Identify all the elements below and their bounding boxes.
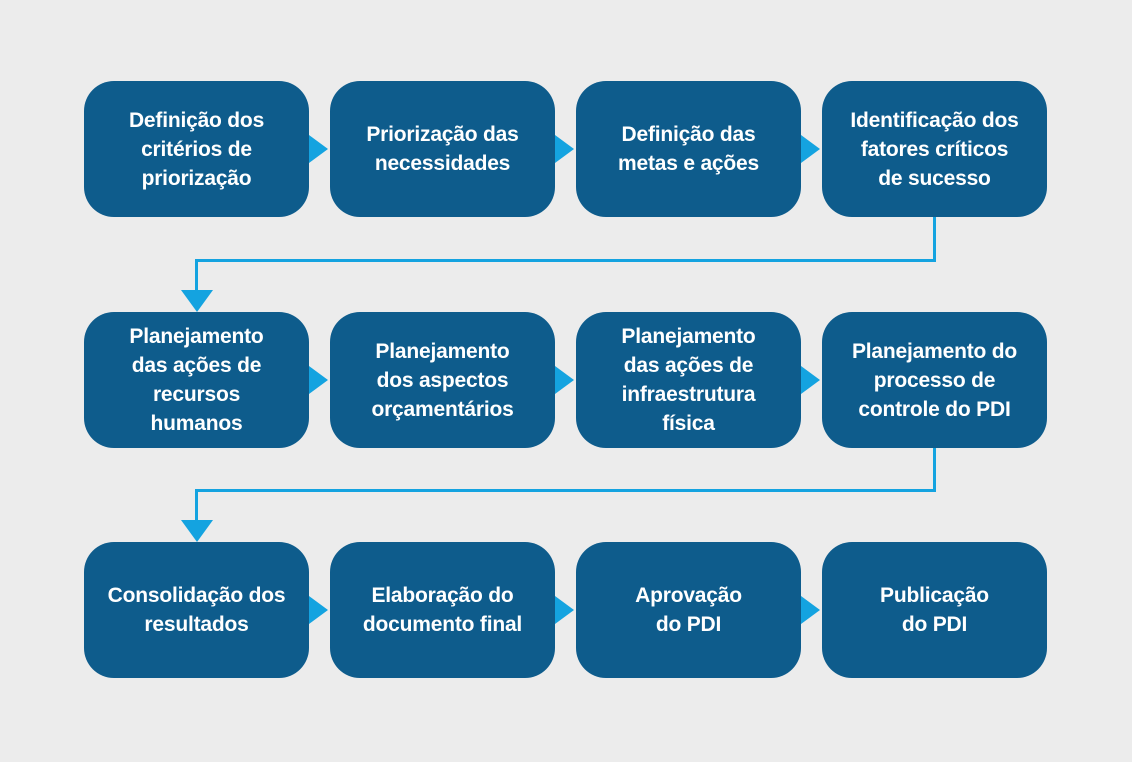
arrow-right-icon [309, 366, 328, 394]
arrow-right-icon [801, 366, 820, 394]
flow-step-consolidacao-resultados: Consolidação dos resultados [84, 542, 309, 678]
arrow-right-icon [309, 135, 328, 163]
connector-line-vertical [195, 489, 198, 522]
flow-step-planejamento-controle: Planejamento do processo de controle do … [822, 312, 1047, 448]
arrow-right-icon [555, 135, 574, 163]
arrow-right-icon [801, 135, 820, 163]
flow-step-elaboracao-documento: Elaboração do documento final [330, 542, 555, 678]
flow-step-definicao-criterios: Definição dos critérios de priorização [84, 81, 309, 217]
arrow-right-icon [309, 596, 328, 624]
arrow-right-icon [555, 596, 574, 624]
arrow-down-icon [181, 290, 213, 312]
flow-step-planejamento-rh: Planejamento das ações de recursos human… [84, 312, 309, 448]
flow-step-definicao-metas: Definição das metas e ações [576, 81, 801, 217]
connector-line-horizontal [195, 259, 936, 262]
connector-line-horizontal [195, 489, 936, 492]
flow-step-identificacao-fatores: Identificação dos fatores críticos de su… [822, 81, 1047, 217]
flow-step-priorizacao-necessidades: Priorização das necessidades [330, 81, 555, 217]
arrow-right-icon [801, 596, 820, 624]
flow-step-aprovacao-pdi: Aprovação do PDI [576, 542, 801, 678]
arrow-down-icon [181, 520, 213, 542]
connector-line-vertical [195, 259, 198, 292]
flow-step-publicacao-pdi: Publicação do PDI [822, 542, 1047, 678]
connector-line-vertical [933, 448, 936, 492]
flow-step-planejamento-orcamentario: Planejamento dos aspectos orçamentários [330, 312, 555, 448]
flow-step-planejamento-infraestrutura: Planejamento das ações de infraestrutura… [576, 312, 801, 448]
arrow-right-icon [555, 366, 574, 394]
connector-line-vertical [933, 217, 936, 262]
